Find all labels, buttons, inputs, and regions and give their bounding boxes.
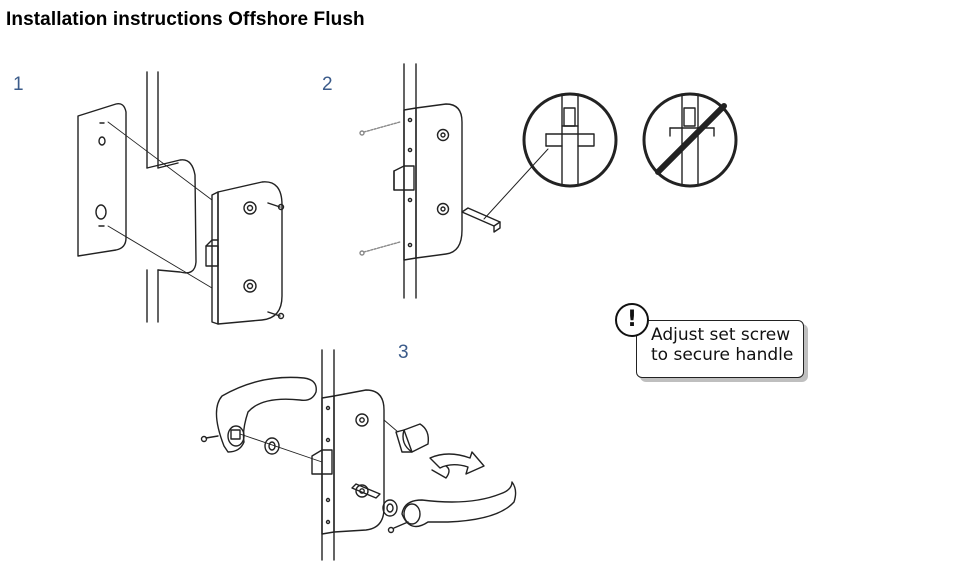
step-number-3: 3 bbox=[398, 342, 409, 363]
correct-alignment-circle-icon bbox=[522, 92, 618, 188]
note-line-2: to secure handle bbox=[651, 345, 794, 365]
exclamation-warning-icon: ! bbox=[615, 303, 649, 337]
page-title: Installation instructions Offshore Flush bbox=[6, 9, 365, 30]
set-screw-note: Adjust set screw to secure handle bbox=[636, 320, 804, 378]
incorrect-alignment-prohibited-icon bbox=[642, 92, 738, 188]
step2-drawing bbox=[359, 63, 549, 299]
step-number-1: 1 bbox=[13, 74, 24, 95]
step1-drawing bbox=[77, 71, 285, 325]
step-number-2: 2 bbox=[322, 74, 333, 95]
note-line-1: Adjust set screw bbox=[651, 325, 791, 345]
step3-drawing bbox=[200, 349, 517, 561]
